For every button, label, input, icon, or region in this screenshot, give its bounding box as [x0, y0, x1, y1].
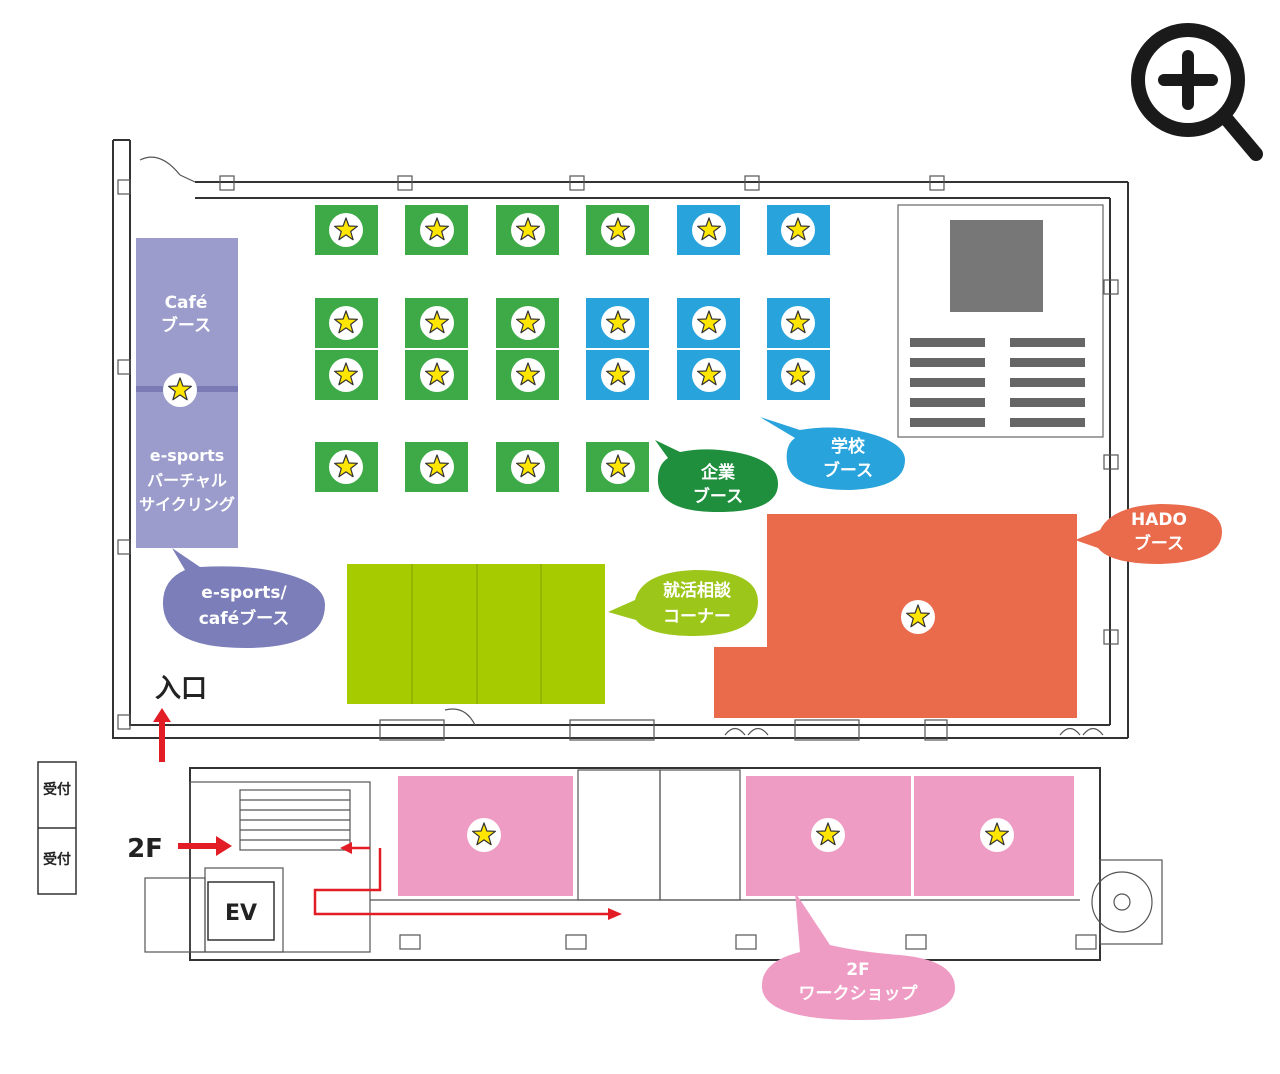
booth-star-pins[interactable] — [328, 212, 816, 485]
star-pin[interactable] — [162, 372, 198, 408]
career-bubble-line1: 就活相談 — [663, 580, 732, 601]
workshop-bubble-line1: 2F — [846, 960, 869, 980]
hado-booth[interactable] — [714, 514, 1077, 718]
career-bubble: 就活相談 コーナー — [608, 570, 758, 636]
company-booths[interactable] — [315, 205, 649, 492]
route-arrows — [313, 842, 622, 920]
esports-bubble-line2: caféブース — [199, 608, 290, 629]
school-bubble: 学校 ブース — [760, 417, 905, 490]
career-bubble-line2: コーナー — [663, 607, 731, 627]
esports-bubble-line1: e-sports/ — [201, 583, 287, 603]
hado-bubble: HADO ブース — [1075, 504, 1222, 564]
zoom-in-button[interactable] — [1126, 14, 1266, 164]
hado-bubble-line1: HADO — [1131, 510, 1187, 530]
cafe-esports-booth[interactable]: Café ブース e-sports バーチャル サイクリング — [136, 238, 238, 548]
cafe-label-top: Café — [165, 293, 208, 313]
esports-bubble: e-sports/ caféブース — [162, 548, 325, 648]
entrance-label: 入口 — [155, 674, 207, 704]
cafe-label-bottom: ブース — [161, 315, 211, 336]
company-bubble-line2: ブース — [693, 486, 743, 507]
stage-area — [897, 204, 1104, 438]
reception-label-2: 受付 — [43, 851, 71, 868]
entrance-marker[interactable]: 入口 — [153, 674, 207, 762]
elevator[interactable]: EV — [207, 881, 275, 941]
reception-label-1: 受付 — [43, 781, 71, 798]
company-bubble-line1: 企業 — [700, 462, 735, 483]
school-bubble-line2: ブース — [823, 460, 873, 481]
zoom-in-icon — [1131, 23, 1263, 161]
workshop-bubble-line2: ワークショップ — [799, 983, 919, 1004]
school-bubble-line1: 学校 — [831, 436, 866, 457]
workshop-bubble: 2F ワークショップ — [761, 892, 955, 1020]
hado-bubble-line2: ブース — [1134, 533, 1184, 554]
esports-label-1: e-sports — [150, 446, 225, 465]
elevator-label: EV — [225, 901, 257, 926]
second-floor-walls — [144, 767, 1163, 961]
career-corner[interactable] — [347, 564, 605, 704]
company-bubble: 企業 ブース — [655, 440, 778, 512]
main-hall-walls — [112, 139, 1129, 741]
floor2-marker[interactable]: 2F — [127, 834, 232, 864]
esports-label-2: バーチャル — [147, 471, 227, 490]
reception-desk: 受付 受付 — [37, 761, 77, 895]
floor2-label: 2F — [127, 834, 163, 864]
esports-label-3: サイクリング — [139, 495, 235, 514]
